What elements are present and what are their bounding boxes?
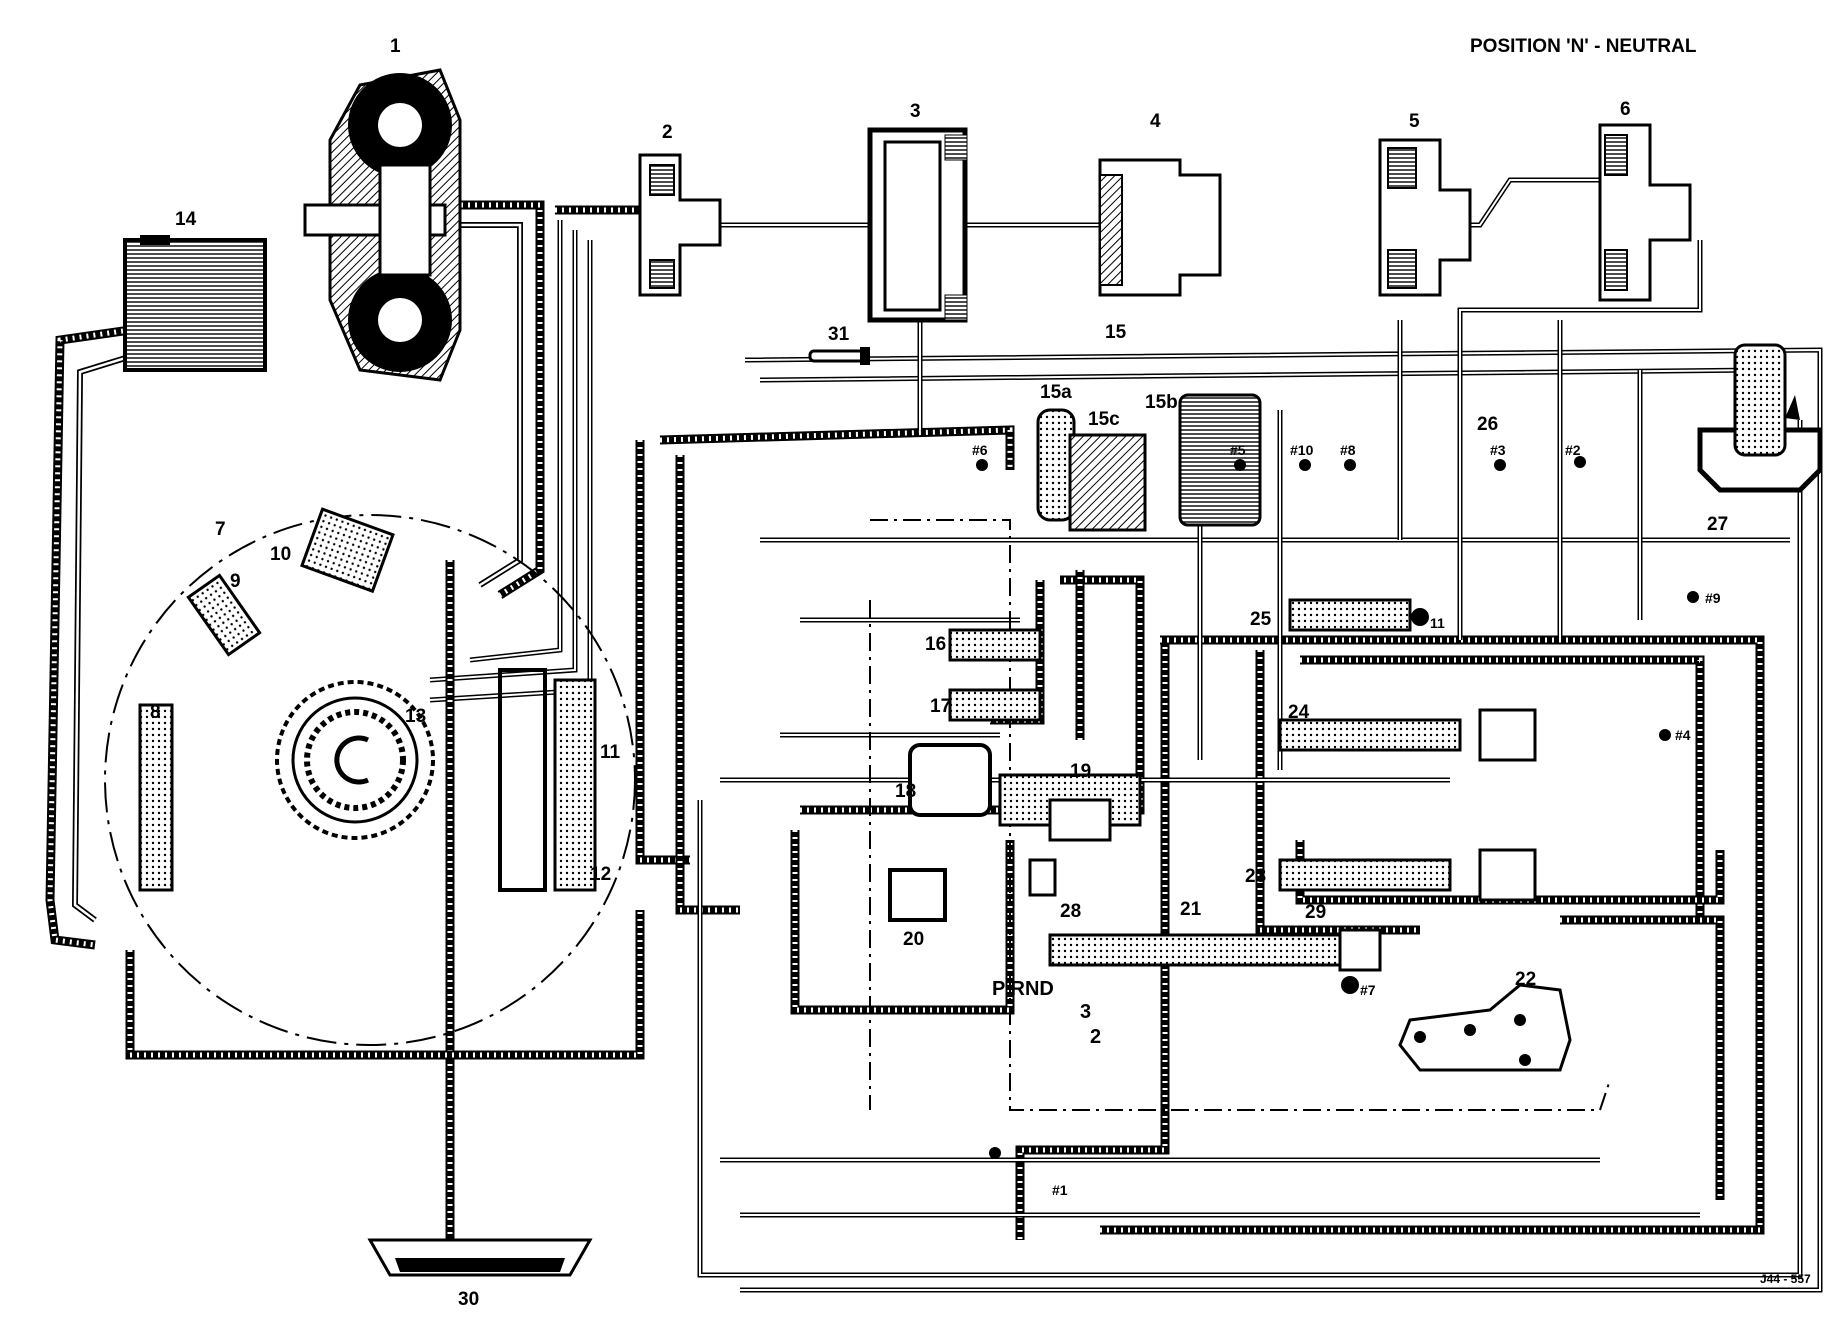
label-22: 22: [1515, 969, 1536, 990]
checkball-label-8: #8: [1340, 442, 1356, 458]
checkball-label-2: #2: [1565, 442, 1581, 458]
solenoid-assembly: [1036, 393, 1262, 532]
filter-assembly: [1697, 343, 1823, 493]
clutch-4: [1098, 158, 1222, 297]
label-26: 26: [1477, 414, 1498, 435]
label-21: 21: [1180, 899, 1202, 920]
clutch-5: [1378, 138, 1472, 297]
label-28: 28: [1060, 901, 1081, 922]
checkball-label-10: #10: [1290, 442, 1314, 458]
label-17: 17: [930, 696, 951, 717]
checkball-label-9: #9: [1705, 590, 1721, 606]
label-1: 1: [390, 36, 401, 57]
label-15b: 15b: [1145, 392, 1178, 413]
accumulator-20: [888, 868, 947, 922]
label-27: 27: [1707, 514, 1728, 535]
governor-assembly: [1398, 983, 1572, 1072]
component-labels: 1 2 3 4 5 6 7 8 9 10 11 12 13 14 15 15a …: [150, 36, 1728, 1310]
label-6: 6: [1620, 99, 1631, 120]
label-14: 14: [175, 209, 197, 230]
label-5: 5: [1409, 111, 1420, 132]
label-8: 8: [150, 702, 161, 723]
label-16: 16: [925, 634, 946, 655]
shift-valves: [908, 598, 1537, 972]
label-4: 4: [1150, 111, 1161, 132]
boost-valve: [186, 573, 262, 657]
label-7: 7: [215, 519, 226, 540]
pump-solenoid: [300, 507, 395, 594]
label-15: 15: [1105, 322, 1127, 343]
label-12: 12: [590, 864, 611, 885]
checkball-label-1: #1: [1052, 1182, 1068, 1198]
label-18: 18: [895, 781, 916, 802]
pump-assembly: [104, 507, 636, 1046]
clutch-2: [638, 153, 722, 297]
checkball-label-11: 11: [1430, 615, 1445, 631]
selector-third: 3: [1080, 1001, 1091, 1023]
label-20: 20: [903, 929, 924, 950]
label-29: 29: [1305, 902, 1326, 923]
check-ball-labels: #1 #2 #3 #4 #5 #6 #7 #8 #9 #10 11: [972, 442, 1721, 1198]
sensor-28: [1028, 858, 1057, 897]
selector-prnd: P RND: [992, 978, 1054, 1000]
label-15a: 15a: [1040, 382, 1072, 403]
checkball-label-4: #4: [1675, 727, 1691, 743]
selector-positions: P RND 3 2: [992, 978, 1101, 1048]
label-2: 2: [662, 122, 673, 143]
label-9: 9: [230, 571, 241, 592]
selector-second: 2: [1090, 1026, 1101, 1048]
checkball-label-3: #3: [1490, 442, 1506, 458]
label-24: 24: [1288, 702, 1310, 723]
label-11: 11: [600, 742, 621, 763]
label-15c: 15c: [1088, 409, 1120, 430]
checkball-label-5: #5: [1230, 442, 1246, 458]
checkball-label-6: #6: [972, 442, 988, 458]
torque-converter: [303, 68, 462, 382]
line-pressure-valve: [553, 678, 597, 892]
clutch-6: [1598, 123, 1692, 302]
checkball-label-7: #7: [1360, 982, 1376, 998]
label-19: 19: [1070, 761, 1091, 782]
figure-reference: J44 - 557: [1760, 1272, 1811, 1286]
pump-gear: [275, 680, 435, 840]
label-3: 3: [910, 101, 921, 122]
clutch-drum-3: [867, 127, 968, 323]
dipstick-31: [808, 347, 870, 365]
oil-cooler: [123, 235, 267, 372]
label-10: 10: [270, 544, 291, 565]
page-title: POSITION 'N' - NEUTRAL: [1470, 36, 1697, 57]
label-31: 31: [828, 324, 850, 345]
label-23: 23: [1245, 866, 1266, 887]
oil-sump: [367, 1238, 593, 1277]
hydraulic-passages: [45, 177, 1823, 1293]
pressure-regulator-valve: [138, 703, 174, 892]
label-30: 30: [458, 1289, 479, 1310]
label-13: 13: [405, 706, 426, 727]
check-balls: [976, 456, 1699, 1159]
label-25: 25: [1250, 609, 1272, 630]
